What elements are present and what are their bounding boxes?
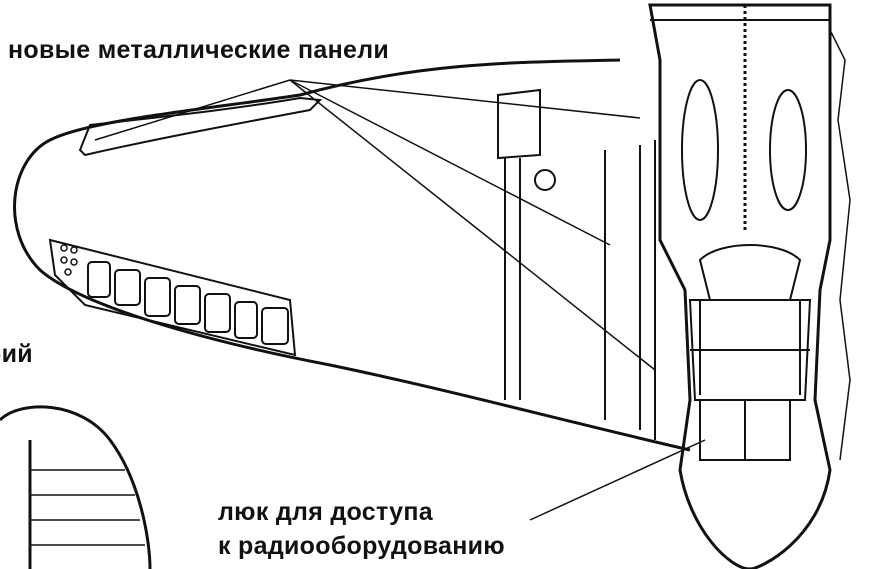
rudder-ribs [30, 469, 145, 546]
radio-hatch [699, 399, 791, 461]
wing-root-edge [829, 29, 851, 461]
top-panel [78, 96, 323, 157]
vent-dots [60, 244, 78, 276]
label-hatch-line2: к радиооборудованию [218, 532, 505, 560]
frame-line [604, 140, 656, 440]
vent-panel [48, 238, 297, 357]
label-partial-left: рий [0, 340, 33, 368]
label-hatch-line1: люк для доступа [218, 498, 433, 526]
label-new-metal-panels: новые металлические панели [8, 36, 390, 64]
fuselage-outline [13, 58, 691, 452]
frame-strip [497, 88, 541, 400]
panel-oval-right [769, 89, 807, 211]
rudder-partial [0, 405, 152, 569]
vent-slots [87, 261, 289, 345]
fuselage-top-view [648, 3, 832, 569]
panel-oval-left [681, 79, 719, 221]
leader-lines [94, 79, 706, 521]
inspection-cap [534, 169, 556, 191]
cockpit-rim [698, 244, 802, 301]
cockpit-frame [688, 299, 812, 401]
